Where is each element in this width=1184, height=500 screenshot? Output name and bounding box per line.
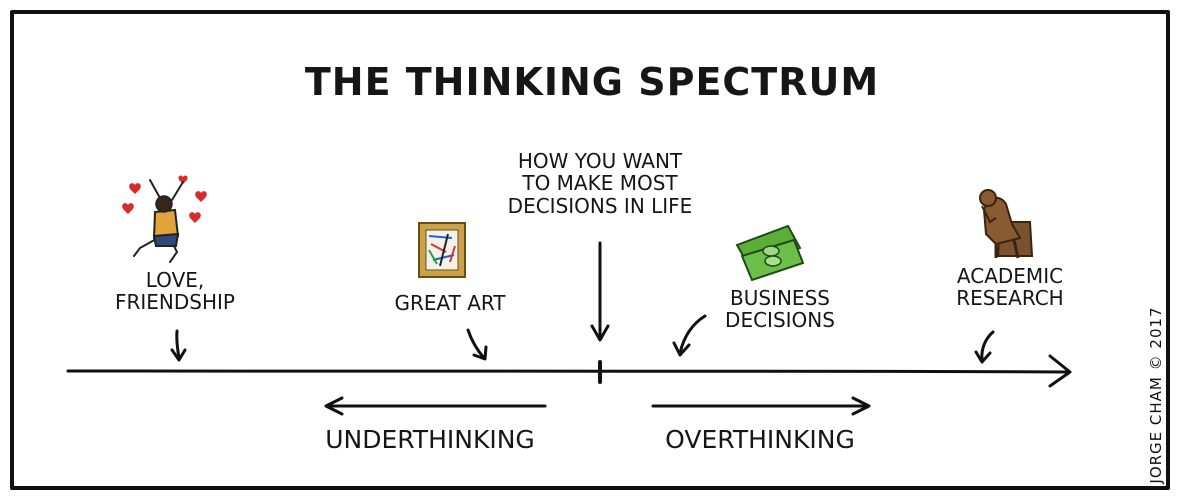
- love-label-line-2: FRIENDSHIP: [115, 289, 235, 314]
- great-art-label-line-1: GREAT ART: [394, 291, 506, 315]
- great-art-label: GREAT ART: [370, 291, 530, 315]
- love-figure-icon: [122, 175, 207, 263]
- love-friendship-label: LOVE, FRIENDSHIP: [95, 268, 255, 314]
- love-arrow: [175, 329, 181, 361]
- business-label-line-1: BUSINESS: [730, 286, 830, 310]
- overthinking-label: OVERTHINKING: [665, 425, 855, 454]
- center-label: HOW YOU WANT TO MAKE MOST DECISIONS IN L…: [470, 149, 730, 218]
- business-label-line-2: DECISIONS: [725, 307, 835, 332]
- academic-label-line-2: RESEARCH: [956, 285, 1064, 310]
- business-arrowhead: [672, 341, 691, 357]
- center-label-line-3: DECISIONS IN LIFE: [507, 193, 693, 218]
- art-arrow: [466, 328, 486, 360]
- center-label-line-1: HOW YOU WANT: [517, 149, 683, 173]
- comic-title: THE THINKING SPECTRUM: [304, 60, 880, 104]
- comic-panel: [10, 10, 1170, 490]
- academic-label-line-1: ACADEMIC: [956, 264, 1064, 288]
- thinker-statue-icon: [979, 189, 1034, 259]
- center-label-line-2: TO MAKE MOST: [522, 171, 678, 196]
- research-arrow: [980, 330, 995, 362]
- money-icon: [735, 224, 805, 282]
- art-arrowhead: [472, 345, 488, 361]
- business-decisions-label: BUSINESS DECISIONS: [700, 286, 860, 332]
- spectrum-axis: [66, 369, 1070, 374]
- painting-icon: [418, 222, 466, 278]
- center-arrowhead: [590, 324, 610, 342]
- underthinking-label: UNDERTHINKING: [325, 425, 535, 454]
- academic-research-label: ACADEMIC RESEARCH: [930, 264, 1090, 310]
- overthinking-arrowhead: [851, 396, 871, 416]
- research-arrowhead: [974, 350, 992, 364]
- love-label-line-1: LOVE,: [145, 268, 205, 292]
- love-arrowhead: [170, 348, 187, 362]
- business-arrow: [678, 314, 707, 355]
- spectrum-arrowhead: [1048, 354, 1072, 388]
- underthinking-arrowhead: [324, 396, 344, 416]
